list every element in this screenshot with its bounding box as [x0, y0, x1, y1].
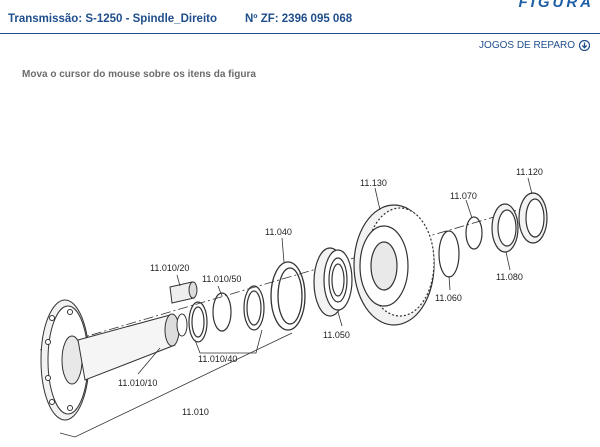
label-11010-50[interactable]: 11.010/50	[202, 274, 241, 284]
header: FIGURA Transmissão: S-1250 - Spindle_Dir…	[0, 0, 600, 34]
label-11130[interactable]: 11.130	[360, 178, 387, 188]
arrow-down-circle-icon	[579, 40, 590, 51]
label-11040[interactable]: 11.040	[265, 227, 292, 237]
zf-number: Nº ZF: 2396 095 068	[245, 13, 353, 25]
label-11050[interactable]: 11.050	[323, 330, 350, 340]
part-bearing-cup[interactable]	[518, 192, 548, 244]
part-stud-bolt[interactable]	[169, 281, 198, 304]
part-retaining-rings[interactable]	[188, 285, 265, 343]
label-11010[interactable]: 11.010	[182, 407, 209, 417]
brand-logo: FIGURA	[518, 0, 594, 11]
part-seal-ring[interactable]	[270, 261, 306, 331]
label-11010-10[interactable]: 11.010/10	[118, 378, 157, 388]
label-11010-40[interactable]: 11.010/40	[198, 354, 237, 364]
part-spindle-shaft[interactable]	[40, 299, 188, 421]
label-11010-20[interactable]: 11.010/20	[150, 263, 189, 273]
repair-kits-link[interactable]: JOGOS DE REPARO	[479, 40, 590, 51]
transmission-label: Transmissão: S-1250 - Spindle_Direito	[8, 13, 217, 25]
center-axis-line	[39, 204, 536, 351]
label-11120[interactable]: 11.120	[516, 167, 543, 177]
label-11070[interactable]: 11.070	[450, 191, 477, 201]
label-11080[interactable]: 11.080	[496, 272, 523, 282]
instruction-text: Mova o cursor do mouse sobre os itens da…	[22, 69, 256, 80]
header-divider	[0, 33, 600, 34]
label-11060[interactable]: 11.060	[435, 293, 462, 303]
part-snap-ring[interactable]	[212, 292, 232, 332]
part-tapered-bearing[interactable]	[491, 203, 519, 253]
part-thrust-ring[interactable]	[465, 216, 483, 250]
part-ring-gear[interactable]	[353, 204, 435, 326]
repair-kits-label: JOGOS DE REPARO	[479, 40, 575, 51]
part-circlip[interactable]	[438, 230, 460, 278]
page-title: Transmissão: S-1250 - Spindle_Direito Nº …	[8, 13, 352, 25]
part-bearing[interactable]	[313, 247, 353, 317]
leader-lines	[59, 177, 533, 438]
